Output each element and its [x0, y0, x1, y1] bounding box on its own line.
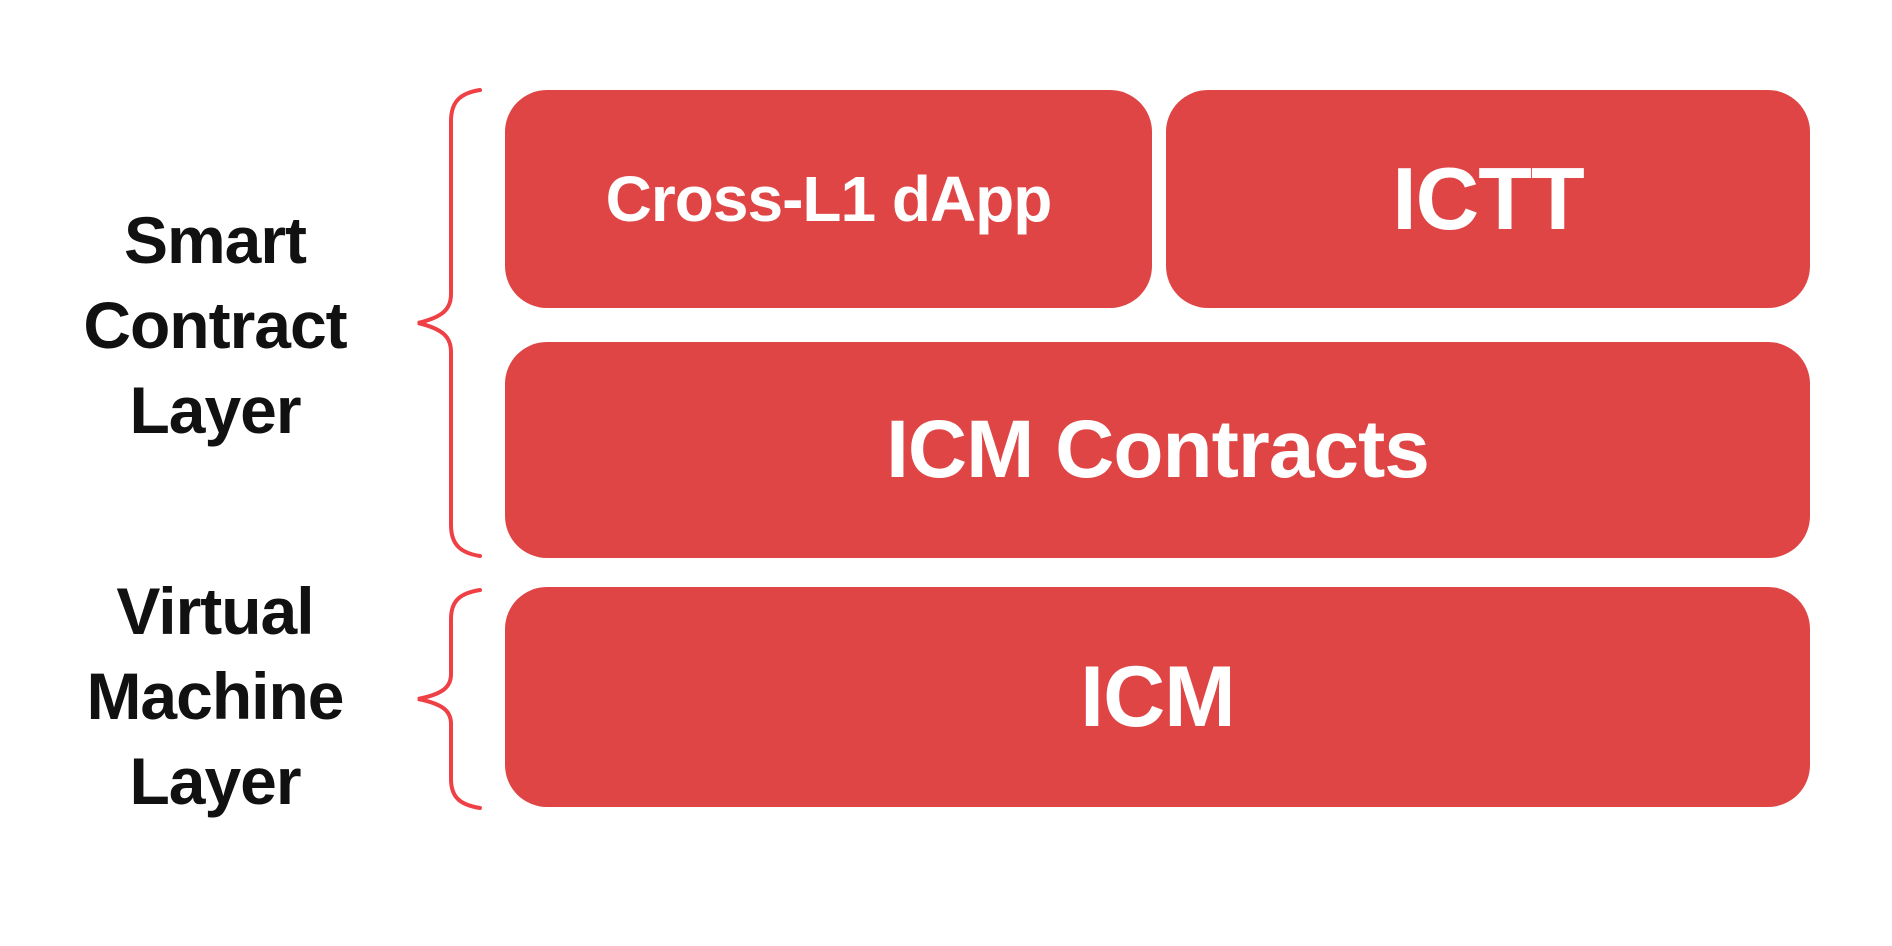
box-label: Cross-L1 dApp — [605, 163, 1053, 235]
curly-brace-smart-contract-layer — [417, 88, 482, 558]
box-icm-contracts: ICM Contracts — [505, 342, 1810, 558]
box-label: ICM — [1080, 648, 1236, 745]
box-icm: ICM — [505, 587, 1810, 807]
box-ictt: ICTT — [1166, 90, 1810, 308]
layer-label-virtual-machine: Virtual Machine Layer — [86, 574, 344, 818]
curly-brace-virtual-machine-layer — [417, 588, 482, 810]
layer-label-smart-contract: Smart Contract Layer — [83, 203, 347, 447]
box-label: ICTT — [1392, 149, 1585, 248]
box-label: ICM Contracts — [886, 404, 1430, 495]
box-cross-l1-dapp: Cross-L1 dApp — [505, 90, 1152, 308]
